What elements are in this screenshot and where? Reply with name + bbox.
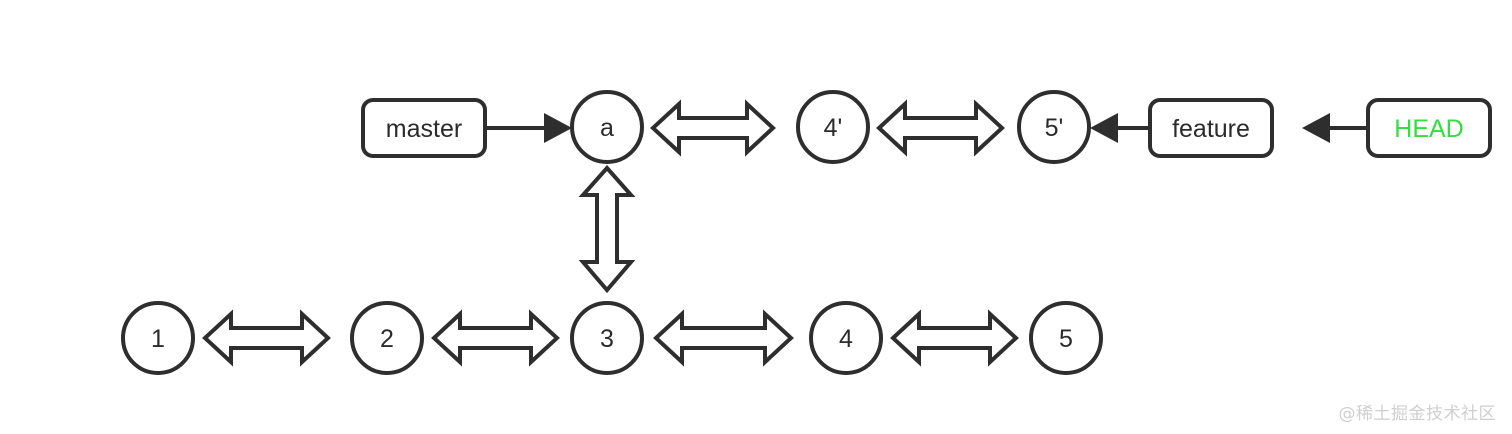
edge-2-to-3: [431, 309, 560, 367]
edge-a-to-3: [578, 164, 636, 294]
node-feature-label: feature: [1172, 115, 1250, 143]
node-head-label: HEAD: [1394, 115, 1463, 143]
node-commit-1-label: 1: [151, 325, 165, 353]
node-commit-2-label: 2: [380, 325, 394, 353]
node-feature[interactable]: feature: [1148, 98, 1274, 158]
node-commit-3-label: 3: [600, 325, 614, 353]
node-4-prime-label: 4': [824, 114, 843, 142]
edge-4-to-5: [890, 309, 1019, 367]
node-a-label: a: [600, 114, 614, 142]
edge-feature-to-5prime: [1090, 113, 1149, 143]
node-commit-4[interactable]: 4: [809, 301, 883, 375]
node-commit-3[interactable]: 3: [570, 301, 644, 375]
edge-master-to-a: [487, 113, 572, 143]
node-master[interactable]: master: [361, 98, 487, 158]
edge-1-to-2: [202, 309, 331, 367]
edge-3-to-4: [653, 309, 794, 367]
node-commit-5[interactable]: 5: [1029, 301, 1103, 375]
edge-a-to-4prime: [650, 99, 776, 157]
node-a[interactable]: a: [570, 90, 644, 164]
node-master-label: master: [386, 115, 462, 143]
node-commit-5-label: 5: [1059, 325, 1073, 353]
node-5-prime[interactable]: 5': [1017, 90, 1091, 164]
watermark: @稀土掘金技术社区: [1338, 404, 1496, 424]
node-head[interactable]: HEAD: [1366, 98, 1492, 158]
node-5-prime-label: 5': [1045, 114, 1064, 142]
node-4-prime[interactable]: 4': [796, 90, 870, 164]
node-commit-2[interactable]: 2: [350, 301, 424, 375]
node-commit-4-label: 4: [839, 325, 853, 353]
node-commit-1[interactable]: 1: [121, 301, 195, 375]
edge-head-to-feature: [1302, 113, 1367, 143]
edge-4prime-to-5prime: [876, 99, 1005, 157]
